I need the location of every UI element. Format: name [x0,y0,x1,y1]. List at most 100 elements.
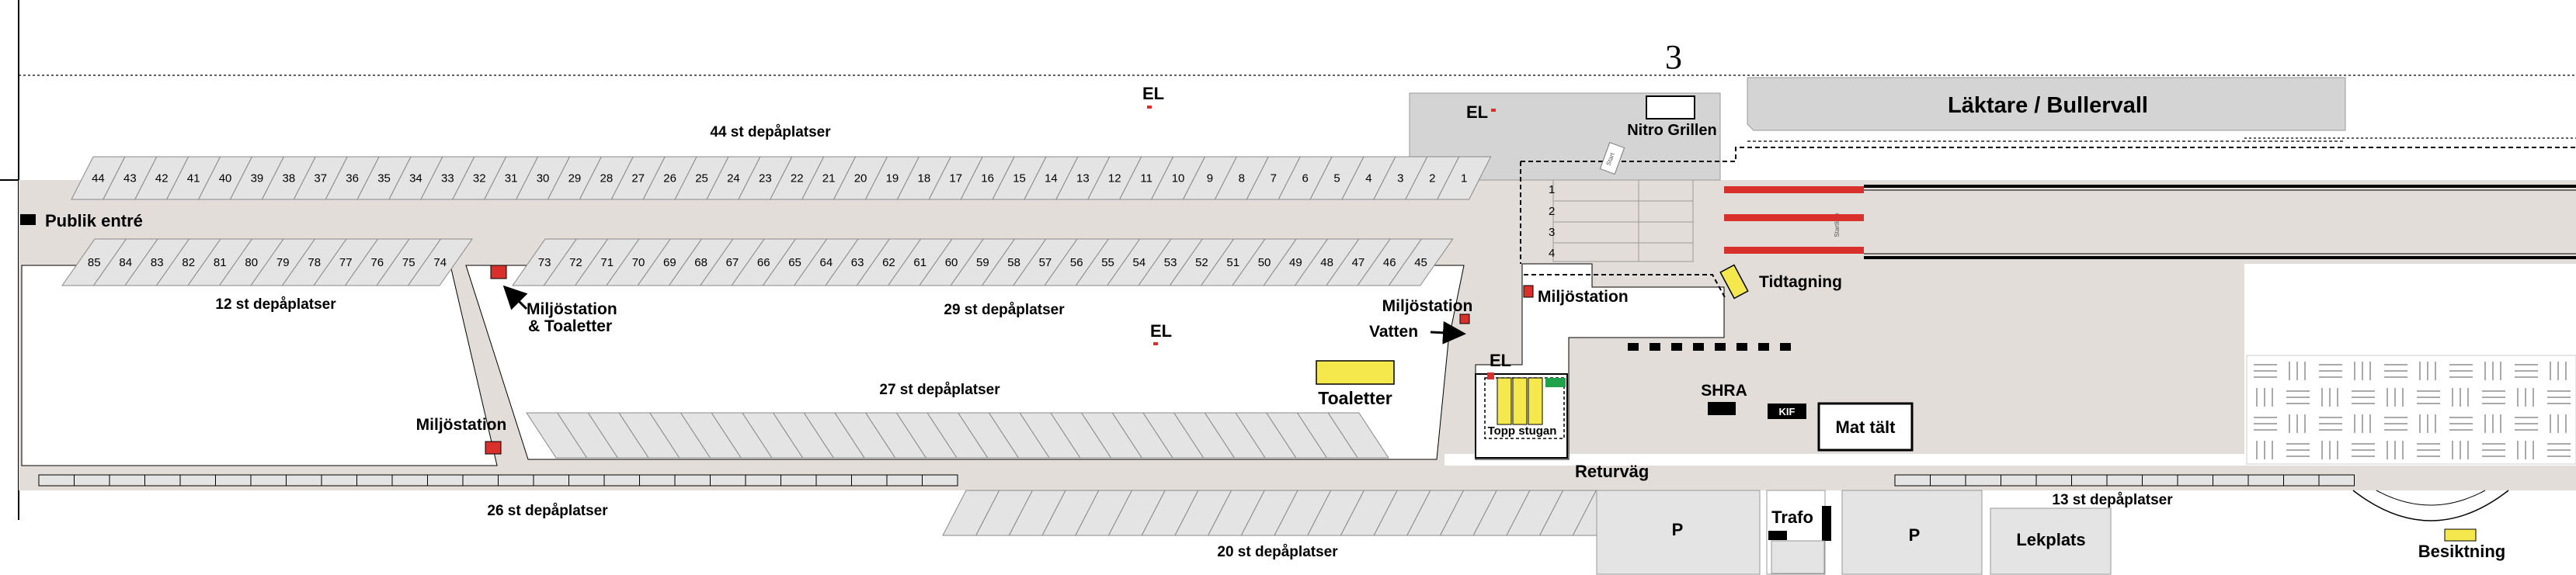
paddock-13-slot[interactable] [2001,474,2037,487]
paddock-26-slot[interactable] [462,474,499,487]
paddock-26-slot[interactable] [815,474,852,487]
paddock-44-slot-number: 17 [949,172,962,185]
paddock-44-slot-number: 35 [377,172,391,185]
topp-stugan-cabin-2[interactable] [1512,377,1528,425]
miljostation-toilets-label-1: Miljöstation [527,300,617,318]
start-lane-4: 4 [1549,247,1555,260]
paddock-26-slot[interactable] [38,474,75,487]
paddock-label-26: 26 st depåplatser [487,503,608,519]
paddock-27-slot[interactable] [1327,412,1389,459]
paddock-26-slot[interactable] [674,474,711,487]
paddock-13-slot[interactable] [2071,474,2108,487]
paddock-26-slot[interactable] [74,474,110,487]
paddock-26-slot[interactable] [886,474,923,487]
kif-box[interactable] [1768,404,1806,419]
section-number: 3 [1665,38,1682,76]
topp-stugan-green-box [1545,378,1566,387]
barrier-dash [1693,343,1704,351]
miljostation-left-marker[interactable] [485,441,502,455]
barrier-dash [1628,343,1639,351]
paddock-13-slot[interactable] [2142,474,2178,487]
inspection-marker[interactable] [2444,528,2477,542]
paddock-26-slot[interactable] [639,474,676,487]
paddock-13-slot[interactable] [2177,474,2213,487]
paddock-44-slot-number: 43 [123,172,137,185]
paddock-12-slot[interactable] [407,238,473,286]
shra-marker[interactable] [1708,402,1736,415]
paddock-44-slot[interactable] [1436,156,1492,200]
start-grid-box [1552,179,1694,262]
paddock-26-slot[interactable] [286,474,322,487]
paddock-44-slot-number: 22 [791,172,804,185]
paddock-44-slot-number: 36 [346,172,359,185]
toilets-block[interactable] [1316,360,1395,385]
start-light-3 [1724,247,1864,254]
mat-talt-box[interactable] [1817,402,1914,452]
paddock-44-slot-number: 33 [441,172,454,185]
paddock-row-bottom-26 [38,474,958,487]
paddock-26-slot[interactable] [144,474,181,487]
paddock-26-slot[interactable] [710,474,746,487]
paddock-13-slot[interactable] [2283,474,2320,487]
trafo-label: Trafo [1771,507,1813,527]
topp-stugan-cabin-1[interactable] [1497,377,1512,425]
paddock-13-slot[interactable] [2106,474,2143,487]
paddock-13-slot[interactable] [2035,474,2072,487]
paddock-13-slot[interactable] [1965,474,2001,487]
paddock-26-slot[interactable] [780,474,817,487]
paddock-26-slot[interactable] [498,474,534,487]
paddock-26-slot[interactable] [851,474,888,487]
paddock-12-slot-number: 74 [433,256,447,269]
paddock-44-slot-number: 34 [409,172,422,185]
miljostation-water-marker[interactable] [1459,313,1470,324]
paddock-13-slot[interactable] [2318,474,2355,487]
trafo-marker-1 [1822,506,1831,541]
paddock-29-slot[interactable] [1388,238,1454,286]
paddock-13-slot[interactable] [2213,474,2249,487]
el-dot-mid [1153,342,1158,345]
infield-dashed-path [1524,274,1726,300]
inspection-arc-inner [2376,490,2486,506]
miljostation-toilets-marker[interactable] [490,265,507,279]
miljostation-toilets-label-2: & Toaletter [528,317,612,335]
paddock-26-slot[interactable] [533,474,569,487]
timing-booth[interactable] [1719,264,1749,300]
topp-stugan-cabin-3[interactable] [1528,377,1543,425]
paddock-29-slot-number: 46 [1383,256,1396,269]
paddock-44-slot-number: 1 [1461,172,1467,185]
miljostation-toilets-arrow [502,285,528,310]
paddock-26-slot[interactable] [250,474,287,487]
paddock-12-slot-number: 76 [370,256,384,269]
paddock-26-slot[interactable] [603,474,640,487]
paddock-26-slot[interactable] [179,474,216,487]
paddock-29-slot-number: 52 [1195,256,1208,269]
paddock-13-slot[interactable] [1894,474,1931,487]
paddock-26-slot[interactable] [427,474,464,487]
barrier-dash [1671,343,1682,351]
paddock-26-slot[interactable] [109,474,145,487]
miljostation-infield-marker[interactable] [1523,285,1534,298]
paddock-26-slot[interactable] [745,474,781,487]
nitro-grillen-booth[interactable] [1646,95,1695,120]
paddock-44-slot-number: 27 [631,172,645,185]
paddock-26-slot[interactable] [922,474,958,487]
paddock-44-slot-number: 26 [663,172,676,185]
paddock-13-slot[interactable] [1930,474,1966,487]
paddock-44-slot-number: 42 [155,172,169,185]
paddock-26-slot[interactable] [356,474,393,487]
paddock-row-lower-27 [526,412,1389,459]
paddock-26-slot[interactable] [215,474,252,487]
paddock-26-slot[interactable] [568,474,605,487]
paddock-26-slot[interactable] [321,474,357,487]
paddock-44-slot-number: 28 [600,172,614,185]
paddock-13-slot[interactable] [2247,474,2284,487]
topp-stugan-label: Topp stugan [1488,424,1557,438]
paddock-44-slot-number: 18 [918,172,931,185]
paddock-44-slot-number: 24 [727,172,740,185]
nitro-grillen-label: Nitro Grillen [1627,122,1717,139]
miljostation-left-label: Miljöstation [416,416,507,434]
paddock-26-slot[interactable] [391,474,428,487]
el-label-top: EL [1142,84,1164,103]
